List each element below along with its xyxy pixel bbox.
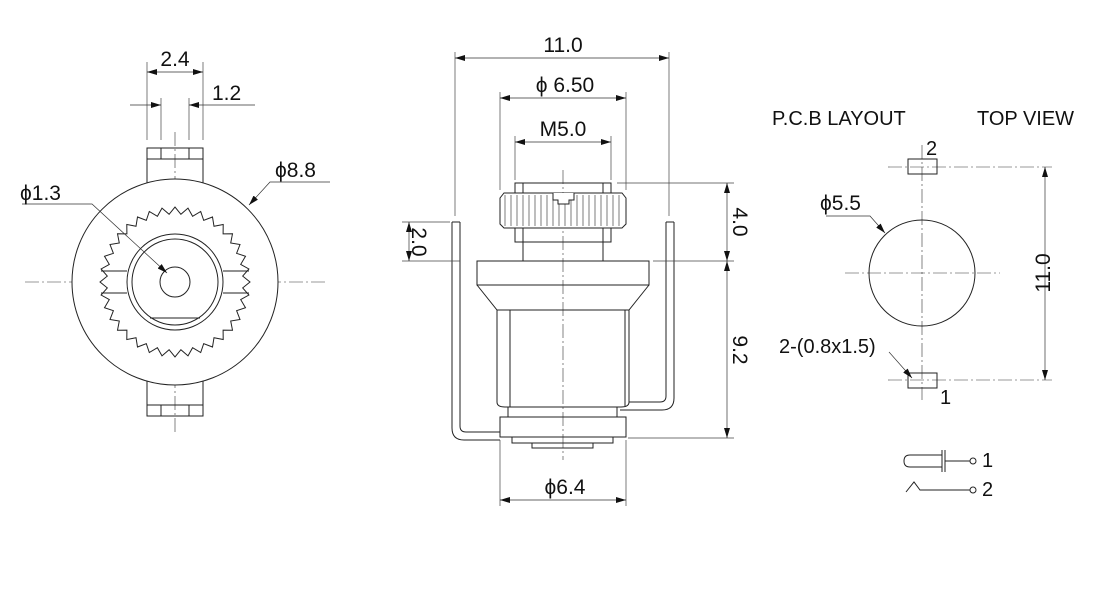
dim-bracket-width: 11.0 (543, 34, 582, 57)
top-tab (146, 147, 204, 188)
pad-top-label: 2 (926, 138, 937, 160)
dim-outer: ϕ8.8 (275, 159, 316, 182)
dim-pitch: 11.0 (1032, 253, 1055, 292)
dim-bracket-height: 2.0 (407, 227, 430, 256)
dim-hole: ϕ5.5 (820, 192, 861, 215)
knurled-nut (499, 192, 627, 229)
dim-nut: ϕ 6.50 (536, 74, 594, 97)
pcb-layout-title: P.C.B LAYOUT (772, 108, 906, 130)
mounting-hole (868, 219, 976, 327)
outer-circle (71, 178, 279, 386)
symbol-pin-2: 2 (982, 479, 993, 501)
top-view-label: TOP VIEW (977, 108, 1074, 130)
dim-slot-width: 1.2 (212, 82, 241, 105)
contact-symbol (903, 454, 942, 468)
symbol-pin-1: 1 (982, 450, 993, 472)
dim-base: ϕ6.4 (545, 476, 586, 499)
cone (476, 284, 650, 311)
dim-tab-width: 2.4 (160, 48, 190, 71)
dim-pads: 2-(0.8x1.5) (779, 336, 876, 358)
pad-1 (907, 372, 938, 389)
dim-nut-height: 4.0 (728, 207, 751, 236)
bottom-tab (146, 376, 204, 417)
dim-hole: ϕ1.3 (20, 182, 61, 205)
schematic-symbol: 1 2 (903, 450, 993, 501)
knurled-gear (99, 206, 251, 358)
ring-outer (126, 233, 224, 331)
dim-body-height: 9.2 (728, 335, 751, 364)
pad-bottom-label: 1 (940, 387, 951, 409)
pad-2 (907, 158, 938, 175)
pcb-layout: P.C.B LAYOUT TOP VIEW 2 1 ϕ5.5 2-(0.8x1.… (772, 108, 1074, 501)
side-view: 11.0 ϕ 6.50 M5.0 2.0 4.0 9.2 ϕ6.4 (402, 34, 751, 506)
dim-thread: M5.0 (540, 118, 587, 141)
bracket-left (451, 222, 500, 441)
bracket-right (620, 222, 675, 411)
ring-inner (131, 238, 219, 326)
center-hole (159, 266, 191, 298)
flange (476, 260, 650, 286)
front-view: 2.4 1.2 ϕ1.3 ϕ8.8 (20, 48, 330, 432)
